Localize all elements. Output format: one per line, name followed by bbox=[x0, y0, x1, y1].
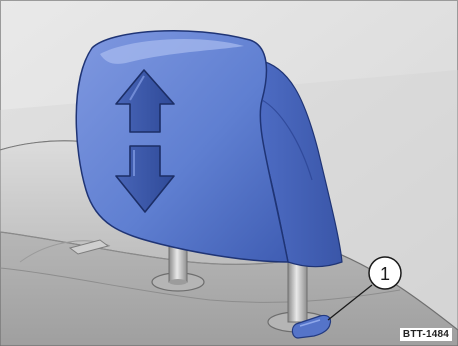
figure-code: BTT-1484 bbox=[400, 328, 452, 341]
callout-number: 1 bbox=[380, 264, 390, 284]
